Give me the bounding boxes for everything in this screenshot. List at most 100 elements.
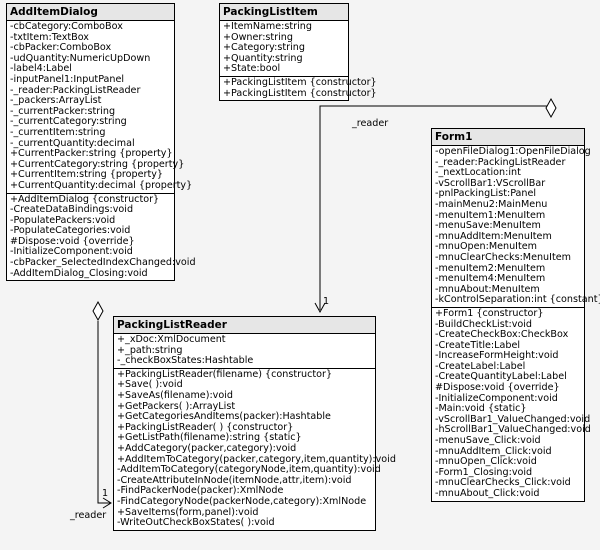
operation: -hScrollBar1_ValueChanged:void bbox=[435, 424, 591, 436]
operation: +PackingListReader( ) {constructor} bbox=[117, 421, 294, 433]
operation: +GetCategoriesAndItems(packer):Hashtable bbox=[117, 411, 331, 423]
attribute: -label4:Label bbox=[10, 63, 72, 75]
class-form1: Form1 -openFileDialog1:OpenFileDialog -_… bbox=[431, 128, 600, 502]
class-name: PackingListReader bbox=[114, 317, 375, 334]
attribute: -vScrollBar1:VScrollBar bbox=[435, 177, 546, 189]
class-name: AddItemDialog bbox=[7, 4, 174, 21]
attributes-section: +ItemName:string +Owner:string +Category… bbox=[220, 21, 348, 76]
attribute: -mnuOpen:MenuItem bbox=[435, 241, 538, 253]
attribute: -cbCategory:ComboBox bbox=[10, 21, 123, 32]
class-additemdialog: AddItemDialog -cbCategory:ComboBox -txtI… bbox=[6, 3, 196, 282]
form1-reader-arrowhead bbox=[314, 302, 326, 314]
attribute: -inputPanel1:InputPanel bbox=[10, 73, 125, 85]
attribute: -_nextLocation:int bbox=[435, 167, 521, 179]
class-packinglistitem: PackingListItem +ItemName:string +Owner:… bbox=[219, 3, 377, 102]
operation: -vScrollBar1_ValueChanged:void bbox=[435, 413, 591, 425]
attribute: -kControlSeparation:int {constant} bbox=[435, 294, 600, 306]
attribute: +Category:string bbox=[223, 42, 305, 54]
operation: +PackingListReader(filename) {constructo… bbox=[117, 368, 333, 380]
attribute: +Quantity:string bbox=[223, 52, 303, 64]
operation: -AddItemToCategory(categoryNode,item,qua… bbox=[117, 464, 381, 476]
operation: +GetPackers( ):ArrayList bbox=[117, 400, 236, 412]
operations-section: +PackingListItem {constructor} +PackingL… bbox=[220, 75, 377, 100]
operation: -IncreaseFormHeight:void bbox=[435, 350, 559, 362]
operation: +GetListPath(filename):string {static} bbox=[117, 432, 302, 444]
operation: -mnuAddItem_Click:void bbox=[435, 445, 552, 457]
operation: +AddItemToCategory(packer,category,item,… bbox=[117, 453, 396, 465]
form1-reader-role-label: _reader bbox=[352, 118, 389, 129]
attribute: -txtItem:TextBox bbox=[10, 31, 89, 43]
operation: -CreateTitle:Label bbox=[435, 339, 521, 351]
attribute: +State:bool bbox=[223, 63, 281, 75]
form1-aggregation-diamond bbox=[545, 97, 557, 119]
operation: +SaveItems(form,panel):void bbox=[117, 506, 259, 518]
attribute: -_currentCategory:string bbox=[10, 116, 127, 128]
attribute: -mnuClearChecks:MenuItem bbox=[435, 251, 571, 263]
operation: -mnuOpen_Click:void bbox=[435, 456, 537, 468]
attribute: +ItemName:string bbox=[223, 21, 312, 32]
operation: -cbPacker_SelectedIndexChanged:void bbox=[10, 257, 196, 269]
operation: +SaveAs(filename):void bbox=[117, 389, 233, 401]
operation: +PackingListItem {constructor} bbox=[223, 76, 377, 88]
class-packinglistreader: PackingListReader +_xDoc:XmlDocument +_p… bbox=[113, 316, 396, 531]
attribute: +CurrentPacker:string {property} bbox=[10, 148, 173, 160]
operation: -mnuClearChecks_Click:void bbox=[435, 477, 571, 489]
operation: -Form1_Closing:void bbox=[435, 466, 533, 478]
dialog-reader-multiplicity: 1 bbox=[102, 488, 109, 499]
operation: +PackingListItem {constructor} bbox=[223, 87, 377, 99]
operation: #Dispose:void {override} bbox=[435, 382, 560, 394]
operation: -InitializeComponent:void bbox=[10, 246, 133, 258]
attribute: -_checkBoxStates:Hashtable bbox=[117, 355, 254, 367]
attribute: -mnuAbout:MenuItem bbox=[435, 283, 540, 295]
operation: #Dispose:void {override} bbox=[10, 235, 135, 247]
operation: -CreateQuantityLabel:Label bbox=[435, 371, 567, 383]
attribute: -_currentPacker:string bbox=[10, 105, 116, 117]
operation: -FindCategoryNode(packerNode,category):X… bbox=[117, 495, 367, 507]
attribute: -mainMenu2:MainMenu bbox=[435, 198, 548, 210]
operation: -PopulateCategories:void bbox=[10, 225, 131, 237]
operation: -menuSave_Click:void bbox=[435, 435, 541, 447]
form1-reader-multiplicity: 1 bbox=[323, 296, 330, 307]
operations-section: +AddItemDialog {constructor} -CreateData… bbox=[7, 192, 196, 281]
attribute: -cbPacker:ComboBox bbox=[10, 42, 112, 54]
class-name: PackingListItem bbox=[220, 4, 348, 21]
attributes-section: -cbCategory:ComboBox -txtItem:TextBox -c… bbox=[7, 21, 193, 193]
attribute: -_packers:ArrayList bbox=[10, 95, 102, 107]
attribute: -menuItem1:MenuItem bbox=[435, 209, 546, 221]
operation: -InitializeComponent:void bbox=[435, 392, 558, 404]
attribute: +_path:string bbox=[117, 344, 183, 356]
operation: -FindPackerNode(packer):XmlNode bbox=[117, 485, 284, 497]
operation: +Form1 {constructor} bbox=[435, 307, 544, 319]
dialog-reader-arrowhead bbox=[102, 497, 112, 509]
operation: -PopulatePackers:void bbox=[10, 214, 116, 226]
operation: -CreateLabel:Label bbox=[435, 360, 526, 372]
attribute: -openFileDialog1:OpenFileDialog bbox=[435, 146, 591, 157]
attributes-section: +_xDoc:XmlDocument +_path:string -_check… bbox=[114, 334, 375, 368]
attribute: -_reader:PackingListReader bbox=[435, 156, 566, 168]
attribute: -menuItem2:MenuItem bbox=[435, 262, 546, 274]
attribute: +CurrentItem:string {property} bbox=[10, 169, 164, 181]
operations-section: +PackingListReader(filename) {constructo… bbox=[114, 367, 396, 530]
operation: -Main:void {static} bbox=[435, 403, 527, 415]
attribute: +Owner:string bbox=[223, 31, 293, 43]
operation: -CreateAttributeInNode(itemNode,attr,ite… bbox=[117, 474, 352, 486]
attribute: -mnuAddItem:MenuItem bbox=[435, 230, 552, 242]
operation: -mnuAbout_Click:void bbox=[435, 488, 540, 499]
operation: +Save( ):void bbox=[117, 379, 183, 391]
operation: -AddItemDialog_Closing:void bbox=[10, 267, 148, 279]
attribute: +CurrentQuantity:decimal {property} bbox=[10, 179, 193, 191]
attribute: -udQuantity:NumericUpDown bbox=[10, 52, 151, 64]
attribute: +_xDoc:XmlDocument bbox=[117, 334, 226, 345]
attribute: +CurrentCategory:string {property} bbox=[10, 158, 185, 170]
operations-section: +Form1 {constructor} -BuildCheckList:voi… bbox=[432, 306, 591, 501]
operation: -CreateDataBindings:void bbox=[10, 204, 134, 216]
dialog-reader-role-label: _reader bbox=[70, 510, 107, 521]
attributes-section: -openFileDialog1:OpenFileDialog -_reader… bbox=[432, 146, 600, 307]
attribute: -pnlPackingList:Panel bbox=[435, 188, 537, 200]
attribute: -_currentItem:string bbox=[10, 126, 106, 138]
dialog-aggregation-diamond bbox=[92, 300, 104, 322]
class-name: Form1 bbox=[432, 129, 584, 146]
dialog-reader-association bbox=[97, 321, 110, 504]
attribute: -_reader:PackingListReader bbox=[10, 84, 141, 96]
